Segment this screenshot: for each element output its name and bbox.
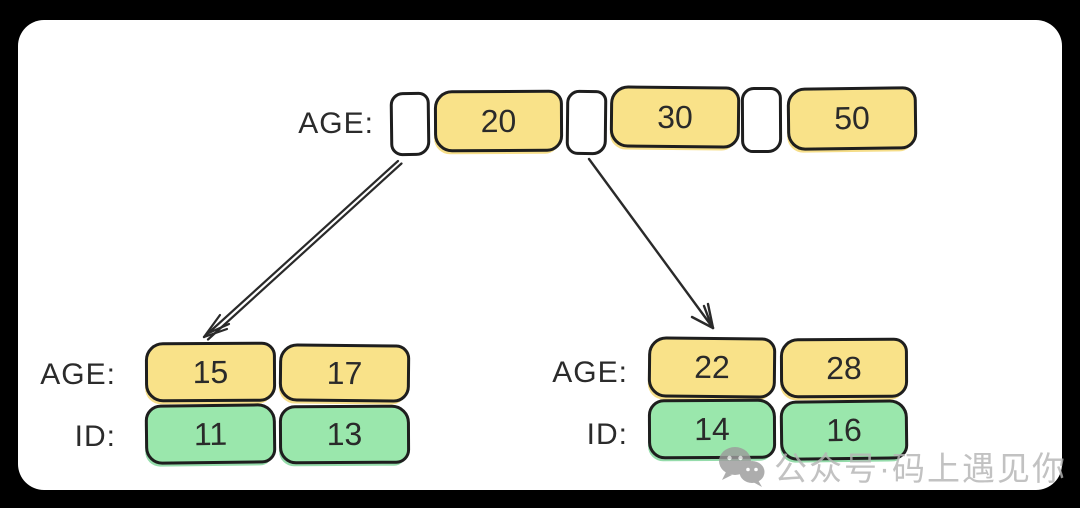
left-leaf-id-label: ID: bbox=[74, 420, 116, 453]
right-leaf-age-cell: 28 bbox=[779, 337, 909, 399]
arrow-root-to-left-leaf bbox=[202, 159, 403, 341]
watermark: 公众号·码上遇见你 bbox=[716, 442, 1067, 490]
left-leaf-age-cell: 17 bbox=[278, 343, 411, 403]
diagram-canvas: AGE: 20 30 50 AGE: 15 17 ID: 11 13 AGE: … bbox=[18, 20, 1065, 490]
right-leaf-age-cell: 22 bbox=[647, 336, 777, 399]
right-leaf-age-label: AGE: bbox=[552, 356, 628, 389]
root-key-cell: 30 bbox=[609, 85, 741, 149]
left-leaf-id-cell: 11 bbox=[144, 403, 277, 465]
left-leaf-id-cell: 13 bbox=[278, 404, 411, 465]
watermark-text: 公众号·码上遇见你 bbox=[774, 450, 1067, 487]
arrow-root-to-right-leaf bbox=[587, 157, 715, 330]
root-key-cell: 20 bbox=[433, 89, 564, 153]
root-pointer-cell bbox=[565, 89, 608, 156]
left-leaf-age-label: AGE: bbox=[40, 358, 116, 391]
right-leaf-id-label: ID: bbox=[586, 418, 628, 451]
root-pointer-cell bbox=[740, 86, 783, 154]
left-leaf-age-cell: 15 bbox=[144, 341, 277, 403]
root-age-label: AGE: bbox=[298, 107, 374, 140]
wechat-icon bbox=[719, 447, 765, 487]
root-key-cell: 50 bbox=[786, 86, 918, 151]
root-pointer-cell bbox=[389, 91, 431, 157]
